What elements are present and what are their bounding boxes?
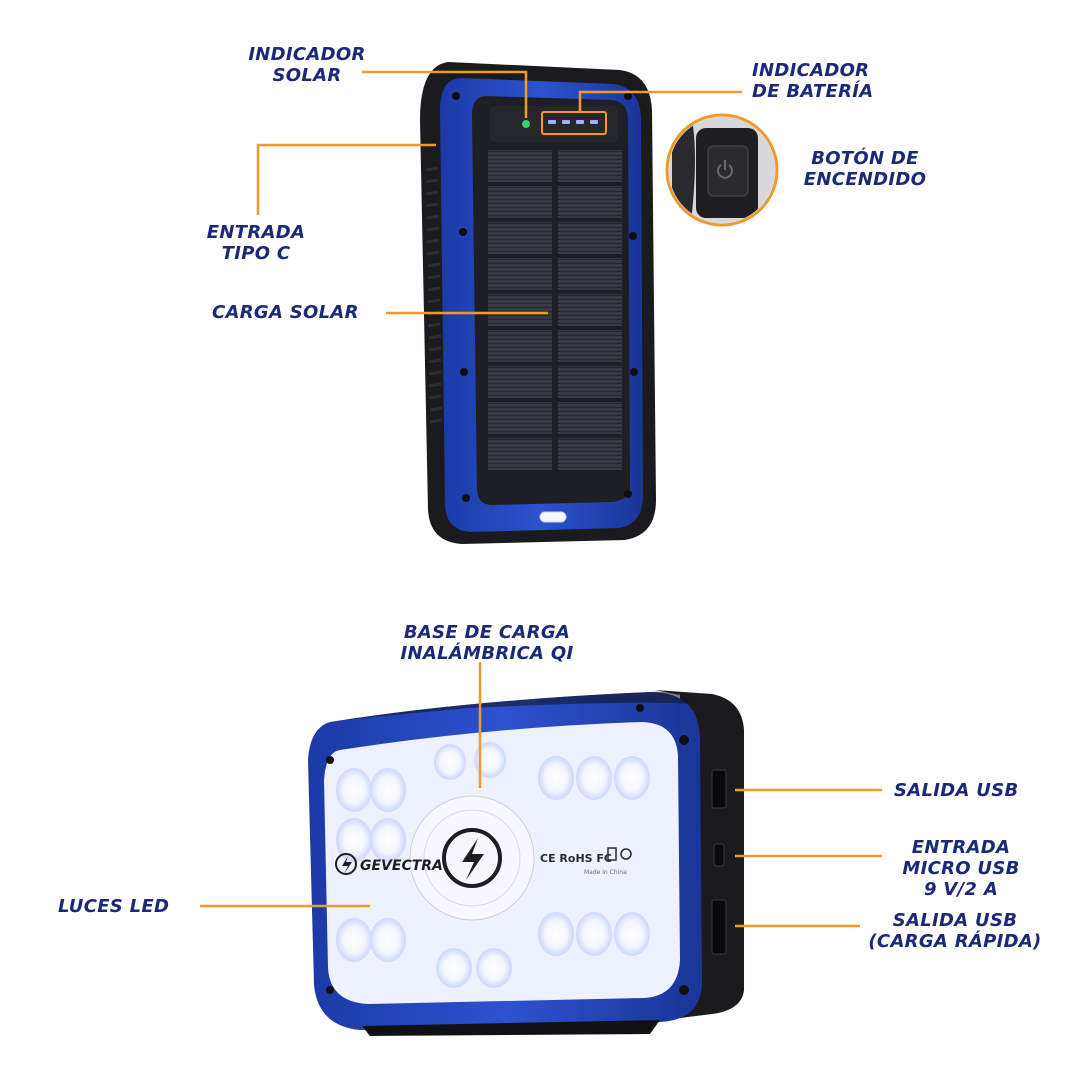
- side-ports: [711, 769, 727, 955]
- leader-battery-indicator: [578, 90, 742, 112]
- label-qi-wireless-base: BASE DE CARGA INALÁMBRICA QI: [400, 622, 574, 664]
- power-icon: [717, 160, 733, 179]
- qi-charging-circle: [442, 828, 502, 888]
- label-power-button: BOTÓN DE ENCENDIDO: [803, 148, 927, 190]
- leader-type-c-input: [256, 143, 436, 215]
- label-micro-usb-input: ENTRADA MICRO USB 9 V/2 A: [902, 837, 1020, 900]
- solar-panel: [488, 150, 622, 470]
- made-in-text: Made in China: [584, 869, 627, 876]
- usb-fast-output-port: [711, 899, 727, 955]
- led-lights: [336, 742, 650, 988]
- solar-indicator-led: [522, 120, 530, 128]
- label-led-lights: LUCES LED: [58, 896, 170, 917]
- battery-indicator-leds: [548, 120, 598, 124]
- label-type-c-input: ENTRADA TIPO C: [206, 222, 306, 264]
- label-solar-indicator: INDICADOR SOLAR: [248, 44, 366, 86]
- solar-power-bank-front: [420, 62, 656, 544]
- label-usb-output-fast: SALIDA USB (CARGA RÁPIDA): [868, 910, 1042, 952]
- brand-name: GEVECTRA: [360, 858, 443, 874]
- micro-usb-port: [713, 843, 725, 867]
- label-usb-output: SALIDA USB: [894, 780, 1019, 801]
- lightning-bolt-icon: [462, 838, 484, 880]
- label-solar-charging: CARGA SOLAR: [212, 302, 359, 323]
- label-battery-indicator: INDICADOR DE BATERÍA: [752, 60, 874, 102]
- power-button-zoom: [665, 113, 779, 227]
- brand-logo: [335, 853, 357, 875]
- solar-power-bank-back: [308, 690, 744, 1036]
- flashlight-led: [539, 511, 567, 523]
- usb-output-port: [711, 769, 727, 809]
- certification-text: CE RoHS FC: [540, 852, 612, 865]
- recycle-icon: [620, 848, 632, 860]
- certification-marks: [607, 847, 632, 861]
- leader-lines: [200, 70, 882, 928]
- leader-solar-indicator: [362, 70, 528, 118]
